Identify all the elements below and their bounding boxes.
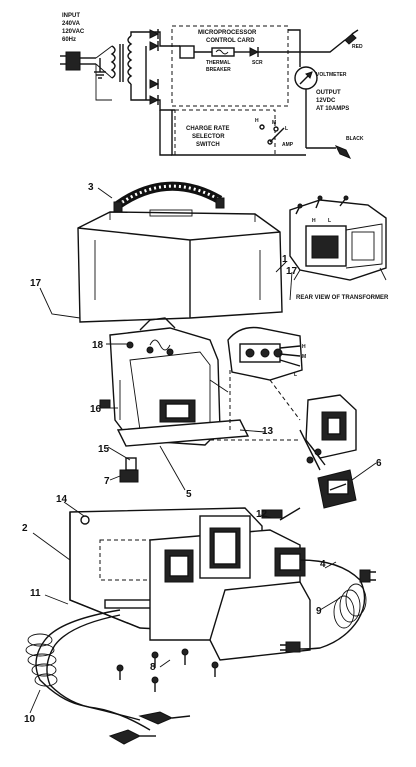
callout-1: 1 bbox=[282, 254, 288, 265]
switch-h-label: H bbox=[255, 118, 259, 124]
callout-10: 10 bbox=[24, 714, 36, 725]
battery-clamp-icon bbox=[108, 729, 156, 745]
diode-icon bbox=[149, 95, 160, 105]
voltmeter-label: VOLTMETER bbox=[316, 72, 347, 78]
front-cover-plate bbox=[209, 547, 311, 661]
black-label: BLACK bbox=[346, 136, 364, 142]
diode-icon bbox=[149, 29, 160, 39]
output-label-1: OUTPUT bbox=[316, 90, 341, 96]
scr-icon bbox=[249, 47, 260, 57]
transformer-rear-view: H L bbox=[289, 195, 387, 281]
charge-rate-selector-box bbox=[174, 109, 276, 156]
callout-16: 16 bbox=[90, 404, 102, 415]
callout-4: 4 bbox=[320, 559, 326, 570]
switch-m-label: M bbox=[272, 120, 276, 126]
transformer-symbol-icon bbox=[95, 35, 133, 101]
input-label-2: 240VA bbox=[62, 21, 81, 27]
input-label-4: 60Hz bbox=[62, 37, 76, 43]
microprocessor-control-card-box bbox=[171, 25, 289, 107]
micro-label-2: CONTROL CARD bbox=[206, 38, 255, 44]
svg-text:L: L bbox=[328, 218, 331, 224]
callout-leaders bbox=[29, 187, 377, 714]
screw-hardware bbox=[116, 648, 219, 692]
callout-6: 6 bbox=[376, 458, 382, 469]
svg-text:H: H bbox=[312, 218, 316, 224]
internal-chassis-assembly bbox=[99, 317, 250, 447]
amp-label: AMP bbox=[282, 142, 294, 148]
ac-plug-icon bbox=[60, 51, 96, 71]
diode-icon bbox=[149, 41, 160, 51]
callout-18: 18 bbox=[92, 340, 104, 351]
control-board-assembly bbox=[299, 394, 357, 471]
black-clamp-icon bbox=[334, 145, 352, 159]
battery-clamp-icon bbox=[138, 711, 191, 725]
red-label: RED bbox=[352, 44, 363, 50]
switch-l-label: L bbox=[285, 126, 288, 132]
callout-7: 7 bbox=[104, 476, 110, 487]
wiring-schematic: INPUT 240VA 120VAC 60Hz MIC bbox=[60, 13, 364, 159]
fuse-holder bbox=[119, 469, 139, 483]
svg-text:H: H bbox=[302, 344, 306, 350]
callout-numbers: 1 2 3 4 5 6 7 8 9 10 11 12 13 14 15 16 1… bbox=[22, 182, 382, 725]
output-cable-set bbox=[25, 609, 151, 731]
callout-15: 15 bbox=[98, 444, 110, 455]
rear-view-caption: REAR VIEW OF TRANSFORMER bbox=[296, 295, 389, 301]
ac-plug-icon bbox=[359, 569, 376, 583]
thermal-label-2: BREAKER bbox=[206, 67, 231, 73]
callout-2: 2 bbox=[22, 523, 28, 534]
callout-13: 13 bbox=[262, 426, 274, 437]
selector-label-1: CHARGE RATE bbox=[186, 126, 230, 132]
input-label-1: INPUT bbox=[62, 13, 80, 19]
callout-9: 9 bbox=[316, 606, 322, 617]
callout-17-left: 17 bbox=[30, 278, 42, 289]
output-label-3: AT 10AMPS bbox=[316, 106, 349, 112]
output-label-2: 12VDC bbox=[316, 98, 336, 104]
selector-label-3: SWITCH bbox=[196, 142, 220, 148]
svg-text:M: M bbox=[302, 354, 306, 360]
selector-switch-closeup: H M L bbox=[227, 326, 306, 381]
front-panel-plate bbox=[149, 515, 301, 641]
voltmeter-gauge bbox=[317, 469, 357, 509]
callout-17-right: 17 bbox=[286, 266, 298, 277]
callout-12: 12 bbox=[256, 509, 268, 520]
ac-power-cord bbox=[280, 559, 367, 653]
thermal-breaker bbox=[211, 47, 235, 57]
scr-label: SCR bbox=[252, 60, 263, 66]
diode-icon bbox=[149, 79, 160, 89]
svg-text:L: L bbox=[294, 372, 297, 378]
callout-8: 8 bbox=[150, 662, 156, 673]
thermal-label-1: THERMAL bbox=[206, 60, 230, 66]
carry-handle bbox=[113, 181, 225, 213]
red-clamp-icon bbox=[344, 29, 359, 45]
input-label-3: 120VAC bbox=[62, 29, 85, 35]
callout-14: 14 bbox=[56, 494, 68, 505]
callout-11: 11 bbox=[30, 588, 41, 599]
callout-5: 5 bbox=[186, 489, 192, 500]
selector-label-2: SELECTOR bbox=[192, 134, 225, 140]
strain-relief bbox=[125, 457, 137, 471]
callout-3: 3 bbox=[88, 182, 94, 193]
charger-cover bbox=[77, 209, 283, 323]
control-chip bbox=[179, 45, 195, 59]
micro-label-1: MICROPROCESSOR bbox=[198, 30, 257, 36]
